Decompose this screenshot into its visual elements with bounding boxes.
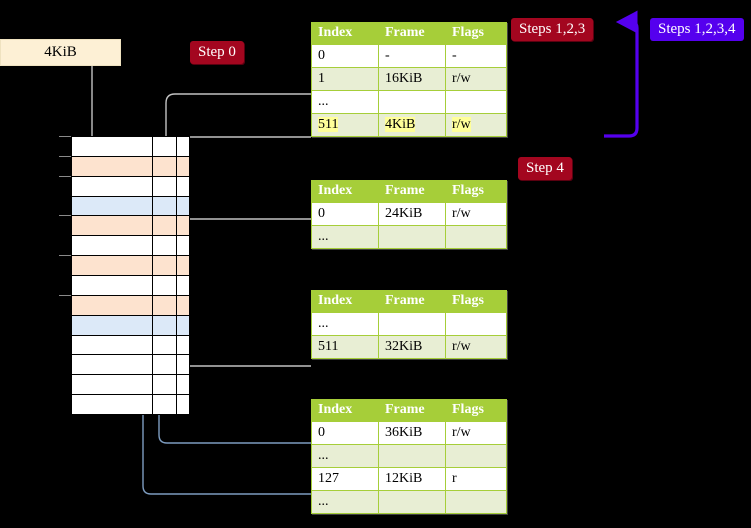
table-cell-frame: 36KiB (378, 421, 446, 445)
table-cell-frame (378, 490, 446, 514)
table-cell-index: ... (311, 225, 379, 249)
memory-frame-row (72, 355, 189, 376)
memory-frame-row (72, 375, 189, 396)
memory-frame-row (72, 156, 189, 177)
memory-column-divider (152, 137, 153, 415)
table-cell-index: ... (311, 490, 379, 514)
wire-pd-511-to-memory (176, 311, 311, 367)
table-row: 0-- (311, 44, 507, 68)
table-cell-flags (445, 90, 507, 114)
memory-frame-row (72, 216, 189, 237)
memory-row-tick (59, 255, 71, 257)
table-cell-index: 0 (311, 421, 379, 445)
table-cell-index: ... (311, 90, 379, 114)
table-cell-index: 0 (311, 202, 379, 226)
table-cell-frame (378, 312, 446, 336)
table-cell-frame (378, 90, 446, 114)
table-cell-flags: r/w (445, 421, 507, 445)
table-header-frame: Frame (378, 290, 446, 313)
memory-frame-row (72, 276, 189, 296)
badge-steps-123: Steps 1,2,3 (511, 18, 594, 41)
table-header-flags: Flags (445, 22, 507, 45)
table-cell-index: ... (311, 444, 379, 468)
memory-frame-row (72, 236, 189, 257)
memory-row-tick (59, 175, 71, 177)
memory-frame-row (72, 335, 189, 356)
table-cell-flags: r/w (445, 335, 507, 359)
table-cell-flags: r/w (445, 202, 507, 226)
memory-column-divider (176, 137, 177, 415)
table-cell-frame: 16KiB (378, 67, 446, 91)
table-cell-flags: - (445, 44, 507, 68)
table-cell-frame: - (378, 44, 446, 68)
physical-memory-grid (71, 136, 190, 415)
table-header-flags: Flags (445, 180, 507, 203)
table-header-index: Index (311, 180, 379, 203)
table-header-index: Index (311, 399, 379, 422)
table-cell-flags: r/w (445, 67, 507, 91)
table-cell-flags: r/w (445, 113, 507, 137)
memory-row-tick (59, 215, 71, 217)
memory-frame-row (72, 137, 189, 157)
table-row: ... (311, 90, 507, 114)
table-cell-index: 127 (311, 467, 379, 491)
table-cell-flags: r (445, 467, 507, 491)
wire-steps-bracket (604, 10, 639, 138)
table-cell-frame: 4KiB (378, 113, 446, 137)
badge-steps-1234: Steps 1,2,3,4 (650, 18, 744, 41)
table-header-frame: Frame (378, 399, 446, 422)
table-cell-index: 1 (311, 67, 379, 91)
memory-row-tick (59, 136, 71, 137)
table-cell-flags (445, 444, 507, 468)
memory-frame-row (72, 256, 189, 276)
memory-frame-row (72, 196, 189, 217)
table-row: ... (311, 444, 507, 468)
memory-row-tick (59, 155, 71, 157)
memory-frame-row (72, 295, 189, 316)
badge-step-0: Step 0 (190, 41, 244, 64)
table-row: ... (311, 490, 507, 514)
table-cell-frame: 24KiB (378, 202, 446, 226)
table-cell-flags (445, 312, 507, 336)
table-header-index: Index (311, 290, 379, 313)
table-header-flags: Flags (445, 290, 507, 313)
table-cell-frame: 32KiB (378, 335, 446, 359)
table-cell-index: 511 (311, 113, 379, 137)
memory-row-tick (59, 294, 71, 296)
badge-step-4: Step 4 (518, 157, 572, 180)
memory-frame-row (72, 176, 189, 197)
memory-size-label: 4KiB (0, 39, 121, 66)
memory-frame-row (72, 315, 189, 336)
wire-pdpt-row0-to-memory (176, 218, 311, 263)
table-header-flags: Flags (445, 399, 507, 422)
table-cell-index: ... (311, 312, 379, 336)
table-header-index: Index (311, 22, 379, 45)
table-cell-frame (378, 444, 446, 468)
table-cell-flags (445, 225, 507, 249)
table-row: ... (311, 312, 507, 336)
table-cell-index: 511 (311, 335, 379, 359)
memory-frame-row (72, 395, 189, 415)
table-row: ... (311, 225, 507, 249)
table-header-frame: Frame (378, 22, 446, 45)
table-header-frame: Frame (378, 180, 446, 203)
table-cell-index: 0 (311, 44, 379, 68)
table-cell-frame: 12KiB (378, 467, 446, 491)
table-cell-flags (445, 490, 507, 514)
table-cell-frame (378, 225, 446, 249)
